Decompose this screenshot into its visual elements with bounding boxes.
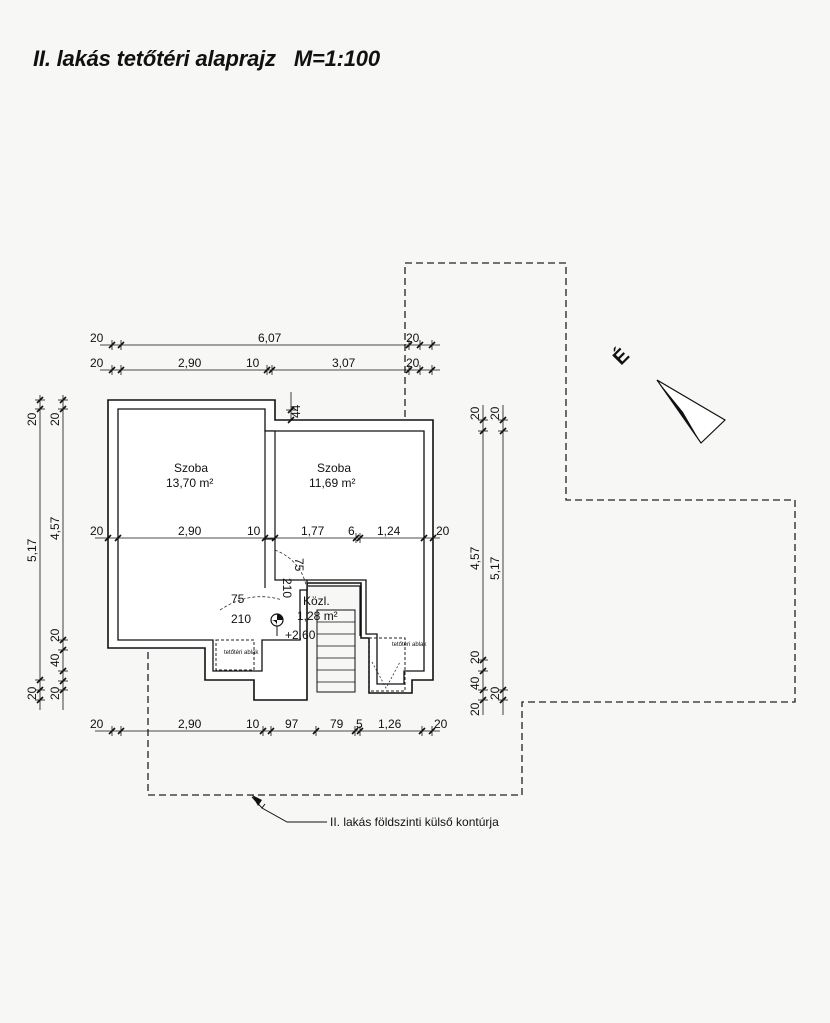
dim-left-inner-room: 4,57 xyxy=(48,516,62,540)
dim-door1-width: 75 xyxy=(292,558,306,572)
dim-top2-left: 20 xyxy=(90,356,104,370)
corridor-wall-2 xyxy=(308,585,361,636)
skylight-left-label: tetőtéri ablak xyxy=(224,650,259,656)
dim-bottom-d: 1,26 xyxy=(378,717,402,731)
north-arrow: É xyxy=(608,344,726,444)
skylight-right-cross xyxy=(371,661,401,689)
level-text: +2,60 xyxy=(285,628,316,642)
dim-mid-left: 20 xyxy=(90,524,104,538)
ground-floor-outline xyxy=(147,262,796,796)
dim-mid-a: 1,77 xyxy=(301,524,325,538)
room1-area: 13,70 m² xyxy=(166,476,213,490)
door-arc-2 xyxy=(219,596,283,611)
dim-left-inner-c: 20 xyxy=(48,686,62,700)
dim-top1-right: 20 xyxy=(406,331,420,345)
dim-door2-height: 210 xyxy=(231,612,251,626)
dim-mid-wall: 10 xyxy=(247,524,261,538)
dim-top1-total: 6,07 xyxy=(258,331,282,345)
dim-door2-width: 75 xyxy=(231,592,245,606)
outline-label: II. lakás földszinti külső kontúrja xyxy=(330,815,499,829)
dim-bottom-left: 20 xyxy=(90,717,104,731)
plan-title: II. lakás tetőtéri alaprajz M=1:100 xyxy=(33,46,380,72)
dim-top1-left: 20 xyxy=(90,331,104,345)
scale-text: M=1:100 xyxy=(293,46,380,71)
dim-right-inner-top: 20 xyxy=(468,406,482,420)
dim-bottom-b: 79 xyxy=(330,717,344,731)
dim-mid-right: 20 xyxy=(436,524,450,538)
dim-right-inner-a: 20 xyxy=(468,650,482,664)
dim-mid-c: 1,24 xyxy=(377,524,401,538)
room1-name: Szoba xyxy=(174,461,208,475)
dim-top2-room2: 3,07 xyxy=(332,356,356,370)
dim-right-outer-top: 20 xyxy=(488,406,502,420)
corridor-wall xyxy=(264,539,307,588)
dimension-lines xyxy=(39,344,504,732)
dim-right-outer-bottom: 20 xyxy=(488,686,502,700)
dim-bottom-room1: 2,90 xyxy=(178,717,202,731)
dim-top2-right: 20 xyxy=(406,356,420,370)
staircase xyxy=(316,609,356,693)
skylight-right xyxy=(368,637,406,692)
room2-area: 11,69 m² xyxy=(309,476,355,490)
dim-bottom-wall: 10 xyxy=(246,717,260,731)
skylight-left xyxy=(215,639,255,671)
dim-right-inner-b: 40 xyxy=(468,676,482,690)
dim-bottom-c: 5 xyxy=(356,717,363,731)
title-text: II. lakás tetőtéri alaprajz xyxy=(33,46,276,71)
dim-left-outer-top: 20 xyxy=(25,412,39,426)
dim-right-inner-room: 4,57 xyxy=(468,546,482,570)
dim-right-inner-c: 20 xyxy=(468,702,482,716)
dim-left-inner-top: 20 xyxy=(48,412,62,426)
room3-area: 1,28 m² xyxy=(297,609,338,623)
skylight-right-label: tetőtéri ablak xyxy=(392,642,427,648)
outline-leader-arrow xyxy=(252,795,262,806)
dim-left-inner-a: 20 xyxy=(48,628,62,642)
dim-top2-room1: 2,90 xyxy=(178,356,202,370)
dim-mid-room1: 2,90 xyxy=(178,524,202,538)
dim-right-outer-total: 5,17 xyxy=(488,556,502,580)
dim-mid-b: 6 xyxy=(348,524,355,538)
inner-wall-outline xyxy=(117,408,425,685)
dim-top2-wall: 10 xyxy=(246,356,260,370)
dim-left-inner-b: 40 xyxy=(48,653,62,667)
room3-name: Közl. xyxy=(303,594,330,608)
partition-wall xyxy=(264,430,276,540)
dim-bottom-right: 20 xyxy=(434,717,448,731)
dim-left-outer-total: 5,17 xyxy=(25,538,39,562)
dim-wall-thickness: 44 xyxy=(289,404,303,418)
dim-bottom-a: 97 xyxy=(285,717,299,731)
north-label: É xyxy=(608,344,634,370)
room2-name: Szoba xyxy=(317,461,351,475)
dim-door1-height: 210 xyxy=(280,578,294,598)
dim-left-outer-bottom: 20 xyxy=(25,686,39,700)
outline-leader xyxy=(251,796,327,823)
level-marker xyxy=(270,613,284,636)
